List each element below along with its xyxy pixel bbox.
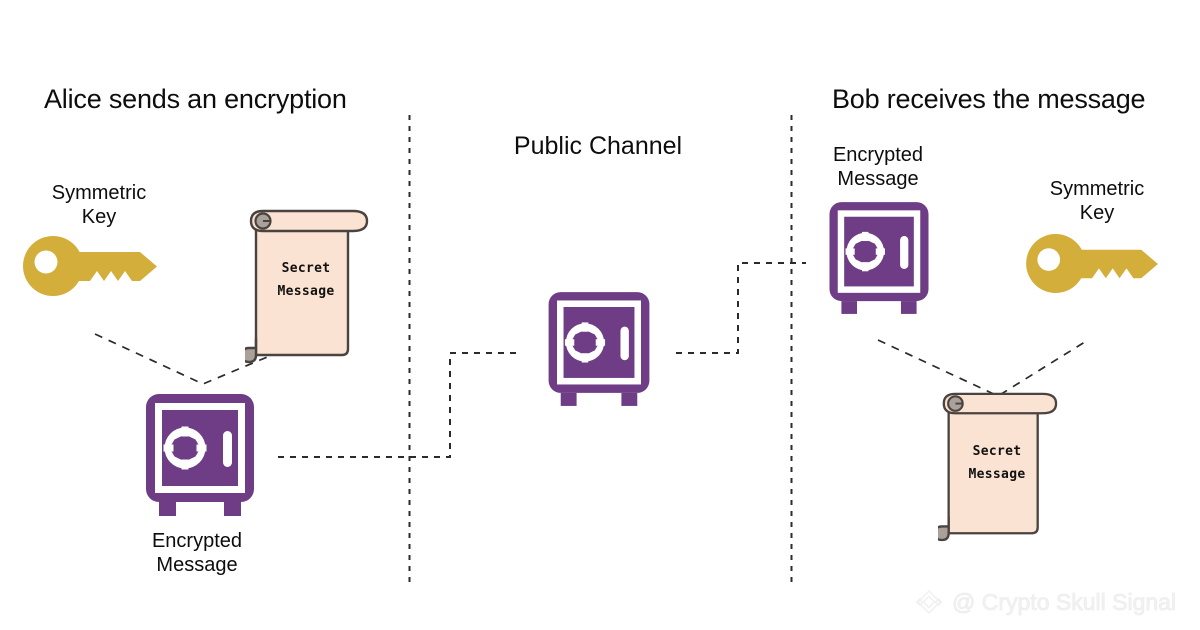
title-alice: Alice sends an encryption [44,84,347,114]
alice-symmetric-key-label: Symmetric Key [51,182,147,229]
connector-bob-safe-and-key-to-message [877,339,1089,397]
safe-vault-icon [830,202,929,314]
connector-channel-to-bob-safe [676,262,806,354]
title-bob: Bob receives the message [832,84,1146,114]
bob-secret-message-text: Secret Message [968,444,1026,482]
watermark-handle: @ Crypto Skull Signal [952,588,1177,615]
alice-secret-message-text: Secret Message [277,261,335,299]
alice-encrypted-message-label: Encrypted Message [151,530,243,577]
key-icon [1026,233,1158,294]
safe-vault-icon [549,292,650,406]
bob-symmetric-key-label: Symmetric Key [1049,178,1145,225]
public-channel-label: Public Channel [513,132,683,160]
safe-vault-icon [146,394,254,516]
key-icon [23,236,157,296]
connector-alice-safe-to-channel [278,352,521,458]
bob-encrypted-message-label: Encrypted Message [832,144,924,191]
connector-alice-key-and-message-to-safe [94,333,304,385]
diamond-logo-icon [915,590,943,614]
watermark: @ Crypto Skull Signal [915,588,1176,616]
